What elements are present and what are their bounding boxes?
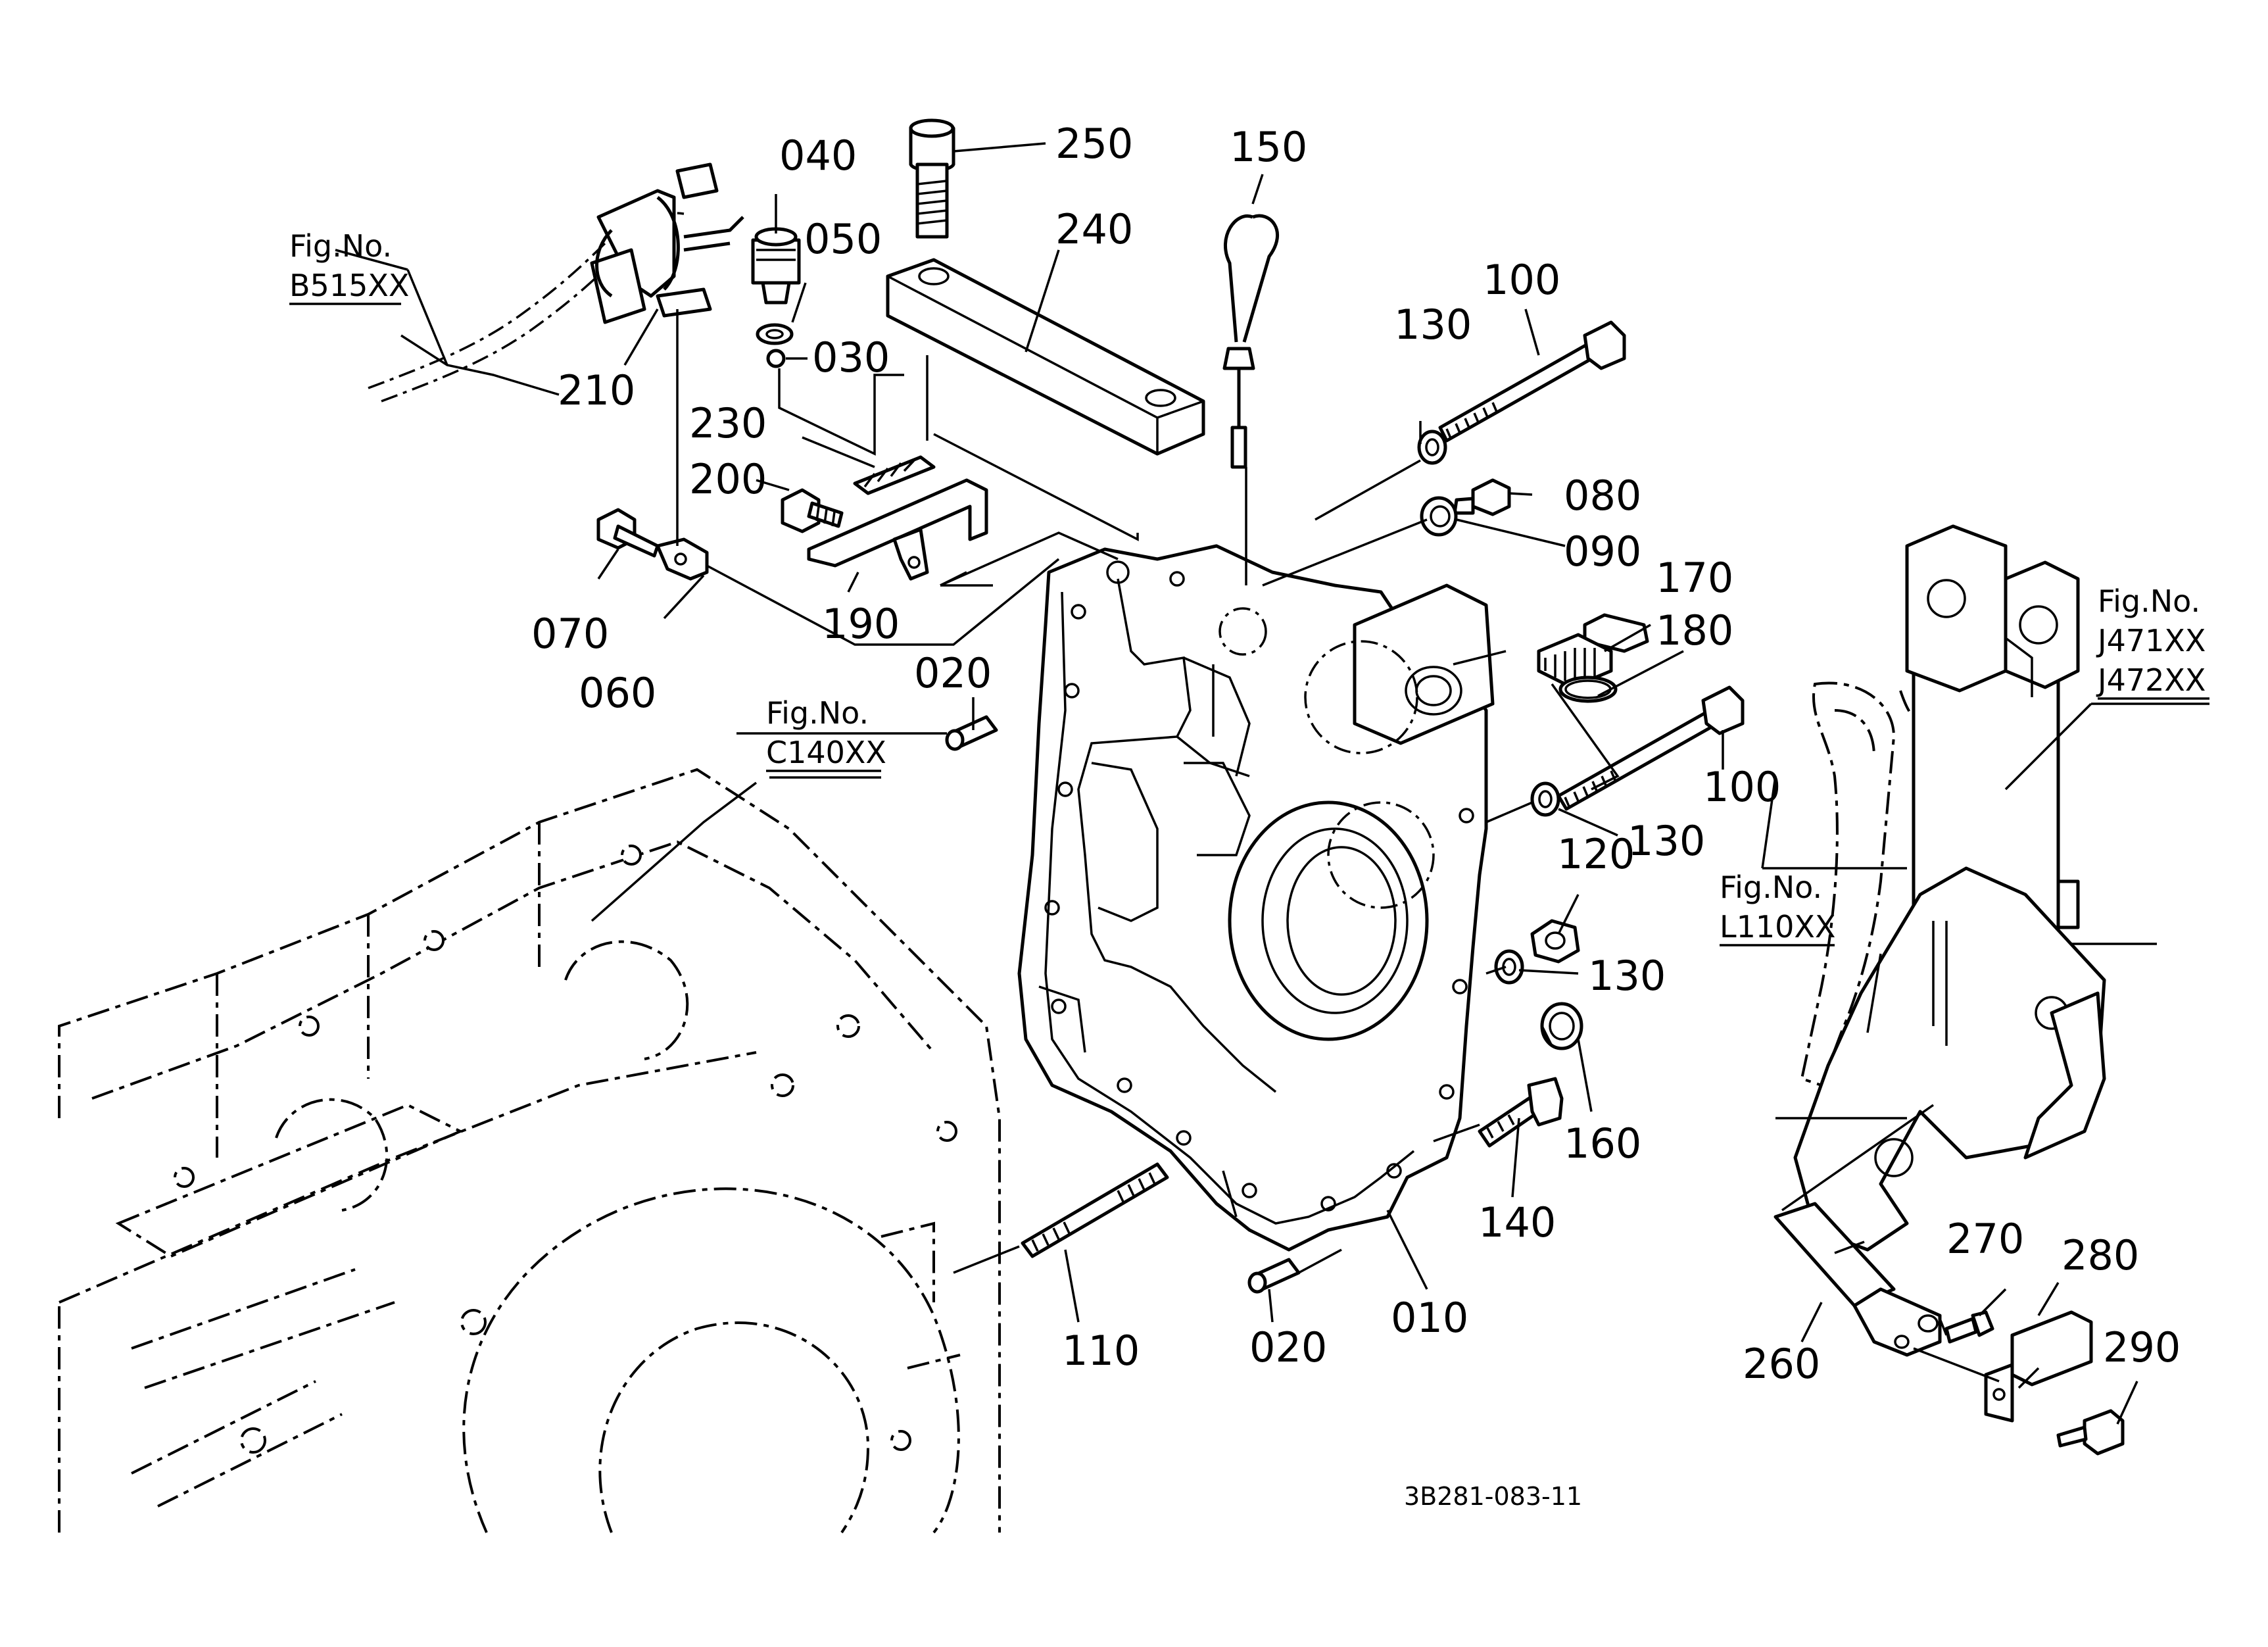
part-060-clip (656, 537, 709, 581)
leader-lines (335, 142, 2209, 1425)
part-210-clamp (590, 162, 744, 324)
label-130-lower: 130 (1588, 952, 1666, 1000)
figure-ref-c140-line1: Fig.No. (766, 695, 869, 731)
part-250-bolt (909, 118, 955, 239)
label-270: 270 (1946, 1215, 2024, 1263)
figure-ref-j47x-line3: J472XX (2096, 662, 2206, 698)
part-160-plug (1540, 1002, 1583, 1050)
part-270-bolt (1944, 1310, 1994, 1344)
label-190: 190 (822, 600, 900, 648)
label-100-upper: 100 (1483, 256, 1560, 304)
label-280: 280 (2062, 1231, 2139, 1279)
part-040-sensor (751, 227, 801, 305)
part-150-dipstick (1222, 214, 1279, 469)
figure-ref-l110-line2: L110XX (1720, 909, 1835, 945)
label-110: 110 (1062, 1327, 1140, 1375)
label-100-lower: 100 (1703, 763, 1781, 811)
part-140-bolt (1478, 1077, 1564, 1148)
part-070-bolt (596, 508, 660, 558)
part-130-washers (1417, 430, 1560, 985)
part-280-cover (1984, 1310, 2093, 1423)
label-230: 230 (689, 399, 767, 447)
label-080: 080 (1564, 472, 1641, 520)
label-150: 150 (1230, 123, 1307, 171)
figure-ref-c140: Fig.No. C140XX (766, 695, 886, 772)
label-090: 090 (1564, 528, 1641, 576)
label-160: 160 (1564, 1119, 1641, 1168)
label-250: 250 (1055, 120, 1133, 168)
figure-ref-l110: Fig.No. L110XX (1720, 870, 1835, 946)
part-020-pin-lower (1247, 1258, 1301, 1294)
label-020-upper: 020 (914, 649, 992, 697)
figure-ref-c140-line2: C140XX (766, 735, 886, 770)
figure-ref-b515-line1: Fig.No. (289, 228, 392, 264)
figure-ref-b515-line2: B515XX (289, 268, 409, 303)
part-110-stud (1021, 1162, 1169, 1258)
part-030-ball (766, 349, 786, 368)
part-020-pin-upper (945, 715, 998, 751)
label-170: 170 (1656, 554, 1733, 602)
figure-ref-j47x-line2: J471XX (2096, 623, 2206, 658)
label-260: 260 (1743, 1340, 1820, 1388)
part-010-housing (1017, 544, 1495, 1252)
part-100-bolt-lower (1556, 685, 1745, 811)
part-080-plug (1453, 478, 1511, 516)
part-260-pin (1773, 1202, 1942, 1357)
label-050: 050 (804, 215, 882, 263)
part-200-bolt (781, 488, 844, 533)
label-010: 010 (1391, 1294, 1468, 1342)
label-020-lower: 020 (1249, 1323, 1327, 1371)
part-100-bolt-upper (1438, 320, 1626, 443)
label-120: 120 (1557, 830, 1635, 878)
part-240-bar (886, 258, 1205, 456)
part-230-plate (853, 455, 936, 495)
phantom-transmission-case (58, 768, 1001, 1534)
label-200: 200 (689, 455, 767, 503)
label-070: 070 (531, 610, 609, 658)
part-170-cap (1537, 613, 1649, 689)
lift-cylinder (1793, 524, 2106, 1252)
label-290: 290 (2103, 1323, 2181, 1371)
label-030: 030 (812, 333, 890, 381)
label-240: 240 (1055, 205, 1133, 253)
part-050-washer (756, 323, 794, 345)
part-090-washer (1420, 496, 1458, 537)
diagram-code: 3B281-083-11 (1404, 1482, 1582, 1511)
label-130-upper: 130 (1394, 301, 1472, 349)
figure-ref-b515: Fig.No. B515XX (289, 228, 409, 305)
part-number-labels: 250 240 150 040 050 030 210 230 200 190 … (531, 120, 2181, 1388)
figure-ref-j47x: Fig.No. J471XX J472XX (2096, 583, 2209, 700)
part-120-nut (1530, 919, 1580, 964)
label-040: 040 (779, 132, 857, 180)
label-060: 060 (579, 669, 656, 717)
figure-ref-l110-line1: Fig.No. (1720, 870, 1822, 905)
label-130-middle: 130 (1628, 817, 1705, 865)
part-180-oring (1558, 676, 1618, 703)
part-290-bolt (2056, 1409, 2125, 1456)
label-140: 140 (1478, 1198, 1556, 1246)
label-180: 180 (1656, 606, 1733, 654)
figure-ref-j47x-line1: Fig.No. (2098, 583, 2200, 619)
label-210: 210 (558, 366, 635, 414)
part-190-bracket (807, 478, 988, 581)
